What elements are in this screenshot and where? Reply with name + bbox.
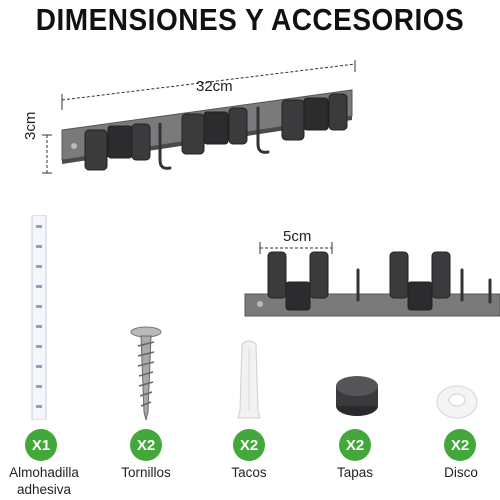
quantity-badge-adhesive: X1 (25, 429, 57, 461)
length-dimension: 32cm (196, 78, 233, 95)
cap-icon (336, 376, 378, 416)
label-caps: Tapas (336, 465, 374, 480)
height-dimension: 3cm (22, 111, 39, 140)
quantity-badge-disc: X2 (444, 429, 476, 461)
disc-icon (436, 385, 478, 419)
wall-plug-icon (237, 340, 261, 419)
clip-width-dimension: 5cm (283, 228, 312, 245)
page-title: DIMENSIONES Y ACCESORIOS (35, 2, 465, 37)
label-disc: Disco (444, 465, 478, 480)
screw-icon (130, 326, 162, 421)
adhesive-tape-icon (31, 215, 47, 420)
mop-rack-illustration (42, 60, 356, 174)
quantity-badge-plugs: X2 (233, 429, 265, 461)
label-screws: Tornillos (121, 465, 171, 480)
label-plugs: Tacos (231, 465, 267, 480)
label-adhesive: Almohadilla adhesiva (9, 465, 79, 497)
quantity-badge-caps: X2 (339, 429, 371, 461)
clip-detail-illustration (244, 242, 500, 317)
quantity-badge-screws: X2 (130, 429, 162, 461)
